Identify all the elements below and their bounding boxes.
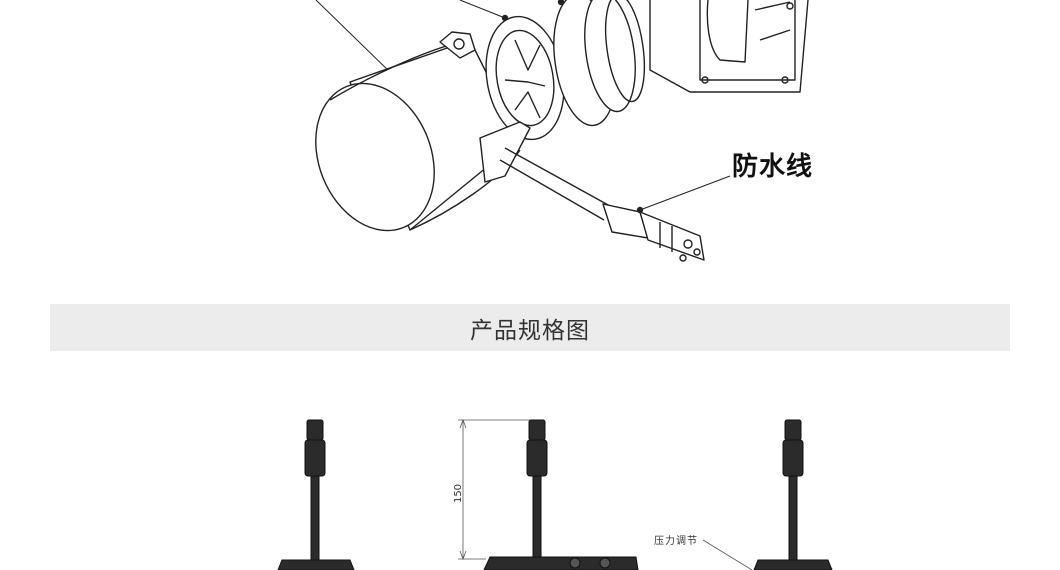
pressure-adjust-label: 压力调节 xyxy=(654,536,698,547)
spec-drawing xyxy=(277,418,833,570)
waterproof-cable-label: 防水线 xyxy=(732,152,814,182)
section-banner: 产品规格图 xyxy=(50,304,1010,351)
dimension-label: 150 xyxy=(453,483,465,504)
motor-assembly-illustration xyxy=(315,0,809,262)
section-title: 产品规格图 xyxy=(470,317,590,344)
